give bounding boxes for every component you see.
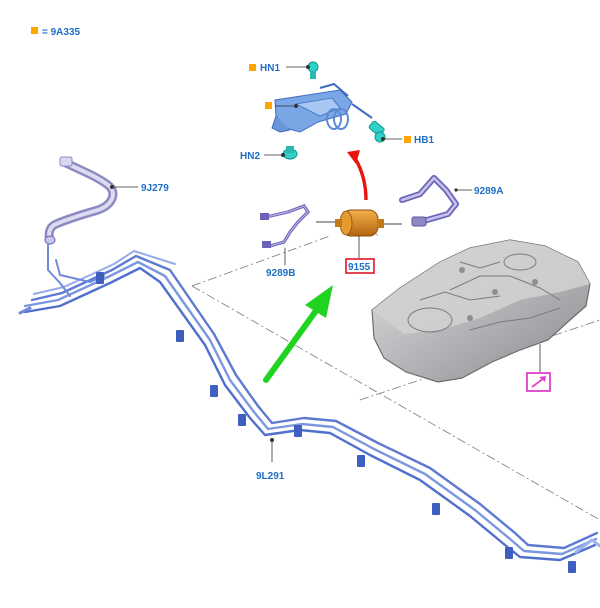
fastener-hn1 [307, 61, 319, 79]
bracket-assembly [249, 61, 411, 160]
green-arrow-icon [263, 285, 333, 383]
legend: = 9A335 [31, 27, 81, 38]
legend-marker-icon [31, 27, 38, 34]
fuel-line-bundle-9l291 [18, 244, 600, 573]
clip-9289b [260, 204, 311, 266]
fastener-hn2 [282, 146, 298, 160]
label-hb1: HB1 [414, 135, 434, 146]
fuel-tank-arrow-icon [526, 372, 551, 392]
fuel-tank [371, 239, 591, 392]
legend-text: = 9A335 [42, 27, 81, 38]
label-9l291: 9L291 [256, 471, 285, 482]
label-hn2: HN2 [240, 151, 260, 162]
label-9j279: 9J279 [141, 183, 169, 194]
leader-9l291 [269, 437, 274, 462]
marker-bracket-square [265, 102, 272, 109]
label-9289b: 9289B [266, 268, 295, 279]
fuel-filter-9155 [316, 209, 402, 274]
red-arrow-icon [347, 150, 368, 201]
marker-hn1-square [249, 64, 256, 71]
part-labels: HN1 HN2 HB1 9J279 9289A 9289B 9155 9L291 [141, 63, 503, 482]
label-hn1: HN1 [260, 63, 280, 74]
filter-part-highlight-box [345, 258, 375, 274]
label-9289a: 9289A [474, 186, 503, 197]
filler-hose-9j279 [44, 156, 118, 245]
hose-9289a [399, 175, 473, 227]
label-9155: 9155 [348, 262, 371, 273]
leader-9j279 [110, 184, 138, 189]
marker-hb1-square [404, 136, 411, 143]
